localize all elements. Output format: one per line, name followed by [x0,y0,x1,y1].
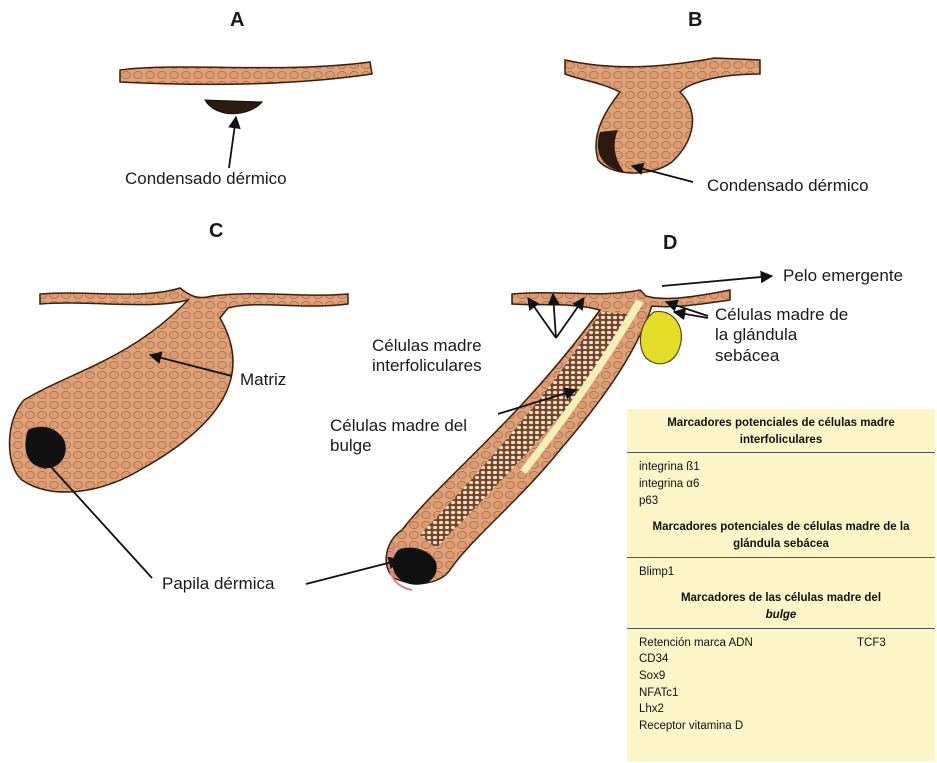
panel-c-label-papila: Papila dérmica [162,574,274,594]
panel-b-arrow [632,166,693,182]
panel-d-label-glandula: Células madre de la glándula sebácea [715,305,848,366]
marker-item: p63 [639,493,925,510]
marker-list: integrina ß1 integrina α6 p63 [627,455,935,513]
panel-a-epidermis [120,62,372,114]
panel-b-epidermis [565,58,760,173]
panel-c-label-matriz: Matriz [240,370,286,390]
marker-divider [627,452,935,453]
marker-item: Blimp1 [639,564,925,581]
marker-item: Receptor vitamina D [639,718,925,735]
marker-section-heading: Marcadores potenciales de células madre … [627,409,935,450]
panel-a-arrow [229,117,236,168]
marker-item: integrina ß1 [639,459,925,476]
panel-d-papila-arrow [306,560,400,584]
marker-section-heading: Marcadores potenciales de células madre … [627,513,935,554]
marker-divider [627,628,935,629]
marker-item: Sox9 [639,668,925,685]
panel-c-follicle [9,288,348,492]
panel-d-label-pelo: Pelo emergente [783,266,903,286]
marker-item: integrina α6 [639,476,925,493]
panel-d-label-interfoliculares: Células madre interfoliculares [372,336,482,377]
marker-list: Blimp1 [627,560,935,585]
marker-box: Marcadores potenciales de células madre … [627,409,935,761]
panel-d-pelo-arrow [662,276,772,286]
marker-item: Lhx2 [639,701,925,718]
panel-b-label-condensado: Condensado dérmico [707,176,869,196]
panel-a-label-condensado: Condensado dérmico [125,169,287,189]
marker-item: CD34 [639,651,925,668]
panel-d-label-bulge: Células madre del bulge [330,416,467,457]
panel-c-letter: C [209,219,223,243]
marker-item: NFATc1 [639,685,925,702]
panel-b-letter: B [688,8,702,32]
marker-divider [627,557,935,558]
panel-a-letter: A [230,8,244,32]
panel-d-letter: D [663,231,677,255]
